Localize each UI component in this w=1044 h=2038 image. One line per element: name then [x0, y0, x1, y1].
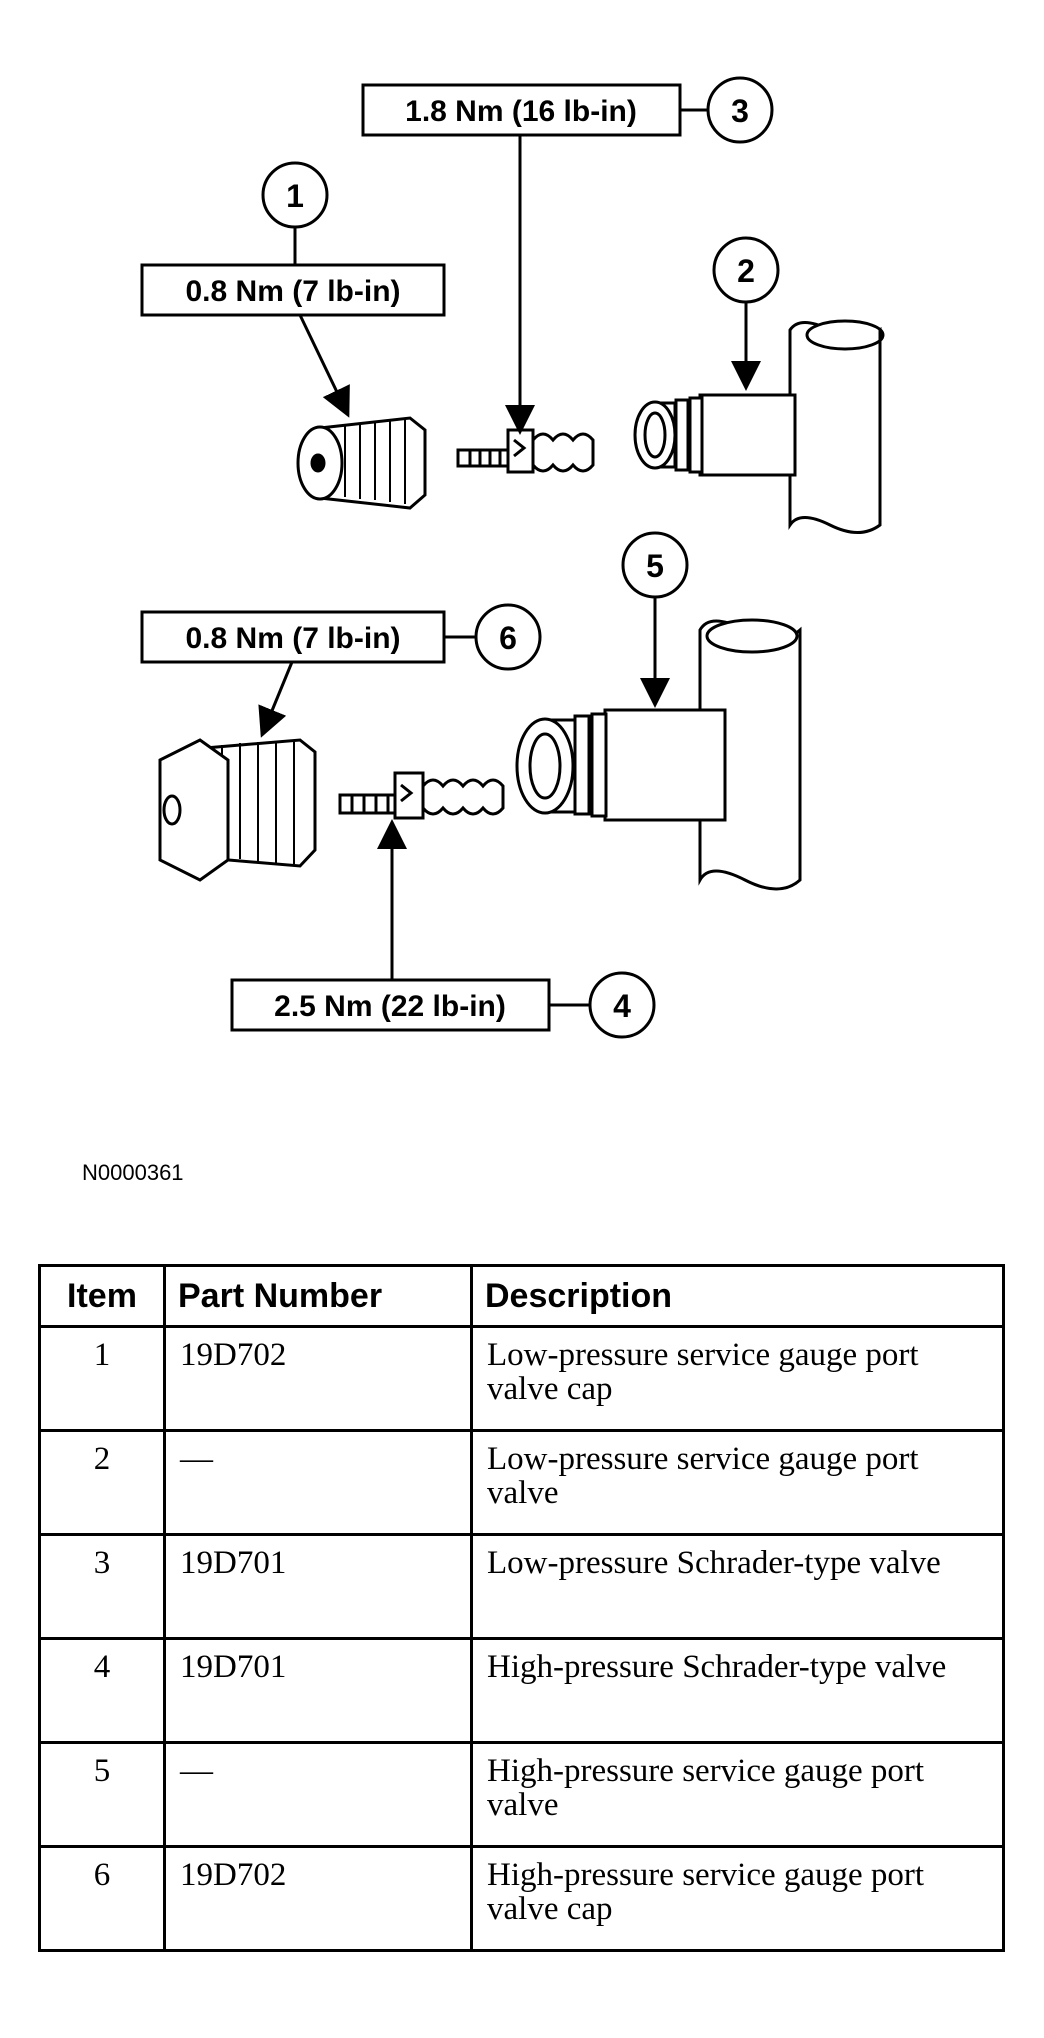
part-number-cell: —: [163, 1741, 473, 1848]
table-row: 3 19D701 Low-pressure Schrader-type valv…: [38, 1533, 1005, 1640]
high-pressure-port-pipe: [698, 618, 802, 891]
low-pressure-port-pipe: [788, 319, 885, 534]
high-pressure-service-gauge-port-valve: [515, 708, 727, 822]
callout-1-leader: [298, 314, 350, 418]
high-pressure-valve-cap: [158, 738, 317, 882]
table-row: 1 19D702 Low-pressure service gauge port…: [38, 1325, 1005, 1432]
high-pressure-schrader-valve: [338, 771, 505, 820]
item-cell: 2: [38, 1429, 166, 1536]
callout-4-torque-box: [230, 978, 551, 1032]
callout-6-leader: [258, 661, 294, 738]
low-pressure-schrader-valve: [456, 428, 595, 474]
description-cell: Low-pressure Schrader-type valve: [470, 1533, 1005, 1640]
callout-4-number: 4: [613, 988, 631, 1024]
table-row: 4 19D701 High-pressure Schrader-type val…: [38, 1637, 1005, 1744]
table-header-row: Item Part Number Description: [38, 1264, 1005, 1328]
part-number-cell: —: [163, 1429, 473, 1536]
callout-3-number: 3: [731, 93, 749, 129]
callout-3-torque-box: [361, 83, 682, 137]
description-cell: Low-pressure service gauge port valve ca…: [470, 1325, 1005, 1432]
callout-1-torque-label: 0.8 Nm (7 lb-in): [185, 275, 400, 308]
callout-1-number: 1: [286, 178, 304, 214]
callout-2-number: 2: [737, 253, 755, 289]
callout-6-torque-label: 0.8 Nm (7 lb-in): [185, 622, 400, 655]
callout-6-number: 6: [499, 620, 517, 656]
table-row: 2 — Low-pressure service gauge port valv…: [38, 1429, 1005, 1536]
callout-1-torque-box: [140, 263, 446, 317]
part-number-cell: 19D702: [163, 1325, 473, 1432]
callout-6-circle: [474, 603, 542, 671]
description-cell: High-pressure service gauge port valve c…: [470, 1845, 1005, 1952]
callout-3-torque-label: 1.8 Nm (16 lb-in): [405, 95, 637, 128]
callout-4-circle: [588, 971, 656, 1039]
item-cell: 5: [38, 1741, 166, 1848]
callout-4-torque-label: 2.5 Nm (22 lb-in): [274, 990, 506, 1023]
parts-table: Item Part Number Description 1 19D702 Lo…: [38, 1264, 1005, 1952]
item-cell: 6: [38, 1845, 166, 1952]
part-number-cell: 19D702: [163, 1845, 473, 1952]
callout-5-number: 5: [646, 548, 664, 584]
figure-id: N0000361: [82, 1160, 184, 1185]
exploded-view-diagram: 1.8 Nm (16 lb-in) 3 1 0.8 Nm (7 lb-in) 2: [82, 76, 885, 1185]
description-cell: High-pressure service gauge port valve: [470, 1741, 1005, 1848]
description-cell: Low-pressure service gauge port valve: [470, 1429, 1005, 1536]
low-pressure-service-gauge-port-valve: [633, 393, 797, 477]
part-number-cell: 19D701: [163, 1533, 473, 1640]
callout-6-torque-box: [140, 610, 446, 664]
table-row: 5 — High-pressure service gauge port val…: [38, 1741, 1005, 1848]
low-pressure-valve-cap: [296, 416, 427, 510]
description-cell: High-pressure Schrader-type valve: [470, 1637, 1005, 1744]
item-cell: 3: [38, 1533, 166, 1640]
column-header-description: Description: [470, 1264, 1005, 1328]
item-cell: 4: [38, 1637, 166, 1744]
column-header-item: Item: [38, 1264, 166, 1328]
part-number-cell: 19D701: [163, 1637, 473, 1744]
column-header-part-number: Part Number: [163, 1264, 473, 1328]
item-cell: 1: [38, 1325, 166, 1432]
callout-3-circle: [706, 76, 774, 144]
table-row: 6 19D702 High-pressure service gauge por…: [38, 1845, 1005, 1952]
